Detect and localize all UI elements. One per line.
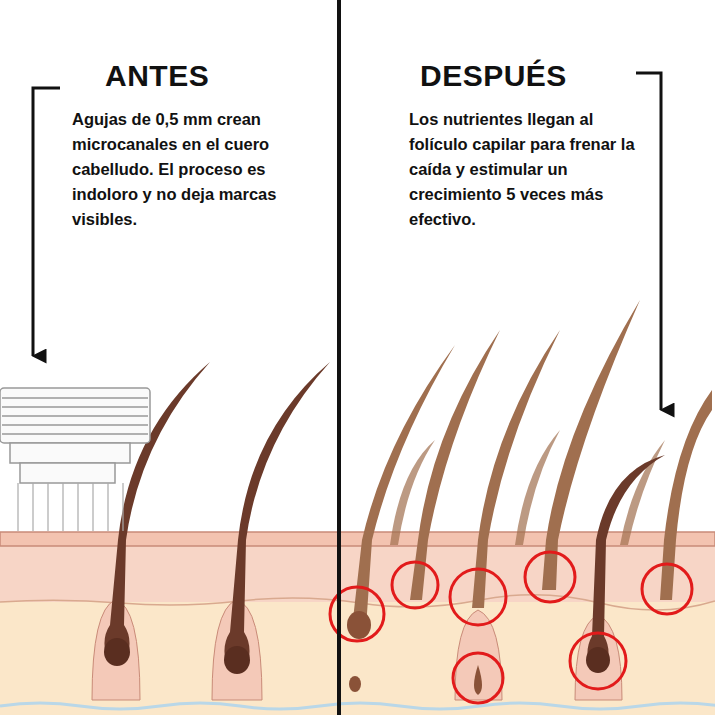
bracket-arrow: [33, 88, 60, 356]
divider: [337, 0, 341, 715]
description-text: Los nutrientes llegan al folículo capila…: [409, 107, 641, 232]
hair-growth: [330, 300, 712, 703]
panel-heading: ANTES: [105, 58, 305, 94]
skin-deep: [0, 532, 715, 715]
epidermis: [0, 532, 715, 546]
derma-roller: [0, 388, 150, 531]
bracket-arrow: [636, 73, 661, 410]
description-text: Agujas de 0,5 mm crean microcanales en e…: [72, 107, 308, 232]
panel-heading: DESPUÉS: [420, 58, 640, 94]
